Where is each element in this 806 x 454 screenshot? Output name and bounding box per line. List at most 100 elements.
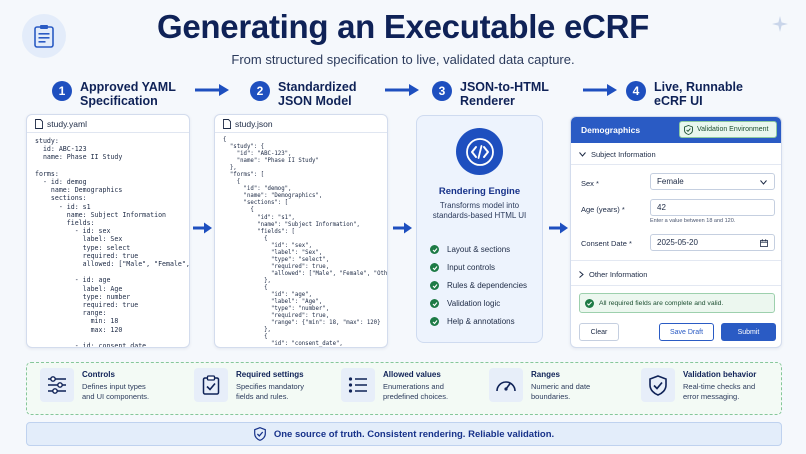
sex-select[interactable]: Female bbox=[650, 173, 775, 190]
step-label-line: Live, Runnable bbox=[654, 80, 743, 94]
shield-check-icon bbox=[641, 368, 675, 402]
file-name: study.json bbox=[235, 118, 273, 129]
arrow-right-icon bbox=[193, 222, 212, 234]
list-icon bbox=[341, 368, 375, 402]
feature-item: Help & annotations bbox=[430, 317, 515, 326]
feature-item: Layout & sections bbox=[430, 245, 510, 254]
chevron-down-icon bbox=[579, 152, 586, 157]
page-subtitle: From structured specification to live, v… bbox=[231, 52, 575, 67]
yaml-file-panel: study.yaml study: id: ABC-123 name: Phas… bbox=[26, 114, 190, 348]
section-label: Other Information bbox=[589, 270, 648, 279]
chevron-down-icon bbox=[760, 180, 767, 185]
concept-title: Controls bbox=[82, 370, 115, 379]
file-tab: study.json bbox=[215, 115, 387, 133]
ecrf-form: Demographics Validation Environment Subj… bbox=[570, 116, 782, 348]
divider bbox=[571, 285, 781, 286]
file-icon bbox=[223, 118, 231, 129]
footer-text: One source of truth. Consistent renderin… bbox=[273, 428, 555, 440]
feature-label: Layout & sections bbox=[447, 245, 511, 254]
step-label-line: JSON Model bbox=[278, 94, 352, 108]
check-icon bbox=[430, 299, 439, 308]
clear-button[interactable]: Clear bbox=[579, 323, 619, 341]
clipboard-check-icon bbox=[194, 368, 228, 402]
feature-item: Rules & dependencies bbox=[430, 281, 527, 290]
consent-date-input[interactable]: 2025-05-20 bbox=[650, 234, 775, 251]
step-4: 4 Live, Runnable eCRF UI bbox=[626, 80, 743, 108]
step-number: 2 bbox=[250, 81, 270, 101]
check-circle-icon bbox=[585, 298, 594, 308]
arrow-right-icon bbox=[195, 84, 229, 96]
consent-date-label: Consent Date * bbox=[581, 239, 632, 248]
file-icon bbox=[35, 118, 43, 129]
arrow-right-icon bbox=[549, 222, 568, 234]
section-label: Subject Information bbox=[591, 150, 656, 159]
form-title: Demographics bbox=[581, 125, 641, 135]
step-label-line: Approved YAML bbox=[80, 80, 176, 94]
section-subject-information[interactable]: Subject Information bbox=[579, 150, 656, 159]
divider bbox=[571, 260, 781, 261]
gauge-icon bbox=[489, 368, 523, 402]
validation-success-message: All required fields are complete and val… bbox=[579, 293, 775, 313]
feature-label: Input controls bbox=[447, 263, 496, 272]
json-file-panel: study.json { "study": { "id": "ABC-123",… bbox=[214, 114, 388, 348]
concept-title: Ranges bbox=[531, 370, 560, 379]
age-label: Age (years) * bbox=[581, 205, 625, 214]
step-label-line: Standardized bbox=[278, 80, 357, 94]
check-icon bbox=[430, 317, 439, 326]
step-number: 4 bbox=[626, 81, 646, 101]
age-value: 42 bbox=[657, 203, 666, 212]
sex-value: Female bbox=[657, 177, 684, 186]
sparkle-icon bbox=[772, 16, 788, 37]
page-title: Generating an Executable eCRF bbox=[157, 8, 649, 45]
check-icon bbox=[430, 245, 439, 254]
environment-badge: Validation Environment bbox=[679, 121, 777, 138]
step-number: 1 bbox=[52, 81, 72, 101]
sex-label: Sex * bbox=[581, 179, 599, 188]
feature-item: Validation logic bbox=[430, 299, 500, 308]
save-draft-button[interactable]: Save Draft bbox=[659, 323, 714, 341]
section-other-information[interactable]: Other Information bbox=[579, 270, 647, 279]
consent-date-value: 2025-05-20 bbox=[657, 238, 698, 247]
step-1: 1 Approved YAML Specification bbox=[52, 80, 176, 108]
shield-check-icon bbox=[253, 427, 266, 441]
age-input[interactable]: 42 bbox=[650, 199, 775, 216]
code-brackets-icon bbox=[456, 128, 503, 175]
engine-title: Rendering Engine bbox=[438, 186, 521, 197]
step-2: 2 Standardized JSON Model bbox=[250, 80, 357, 108]
concept-title: Validation behavior bbox=[683, 370, 757, 379]
validation-text: All required fields are complete and val… bbox=[599, 299, 724, 307]
clipboard-logo-icon bbox=[22, 14, 66, 58]
chevron-right-icon bbox=[579, 271, 584, 278]
check-icon bbox=[430, 281, 439, 290]
step-label-line: Specification bbox=[80, 94, 158, 108]
arrow-right-icon bbox=[393, 222, 412, 234]
engine-description: Transforms model into standards-based HT… bbox=[432, 201, 527, 220]
arrow-right-icon bbox=[583, 84, 617, 96]
file-tab: study.yaml bbox=[27, 115, 189, 133]
yaml-code: study: id: ABC-123 name: Phase II Study … bbox=[35, 137, 190, 348]
step-3: 3 JSON-to-HTML Renderer bbox=[432, 80, 549, 108]
sliders-icon bbox=[40, 368, 74, 402]
step-label-line: JSON-to-HTML bbox=[460, 80, 549, 94]
concept-title: Allowed values bbox=[383, 370, 441, 379]
concept-title: Required settings bbox=[236, 370, 304, 379]
step-number: 3 bbox=[432, 81, 452, 101]
shield-check-icon bbox=[684, 124, 693, 135]
step-label-line: Renderer bbox=[460, 94, 515, 108]
submit-button[interactable]: Submit bbox=[721, 323, 776, 341]
feature-label: Rules & dependencies bbox=[447, 281, 528, 290]
json-code: { "study": { "id": "ABC-123", "name": "P… bbox=[223, 137, 388, 348]
concept-validation-behavior: Validation behavior Real-time checks and… bbox=[641, 368, 756, 402]
calendar-icon[interactable] bbox=[760, 239, 768, 247]
footer-banner: One source of truth. Consistent renderin… bbox=[26, 422, 782, 446]
arrow-right-icon bbox=[385, 84, 419, 96]
form-header: Demographics Validation Environment bbox=[571, 117, 781, 143]
